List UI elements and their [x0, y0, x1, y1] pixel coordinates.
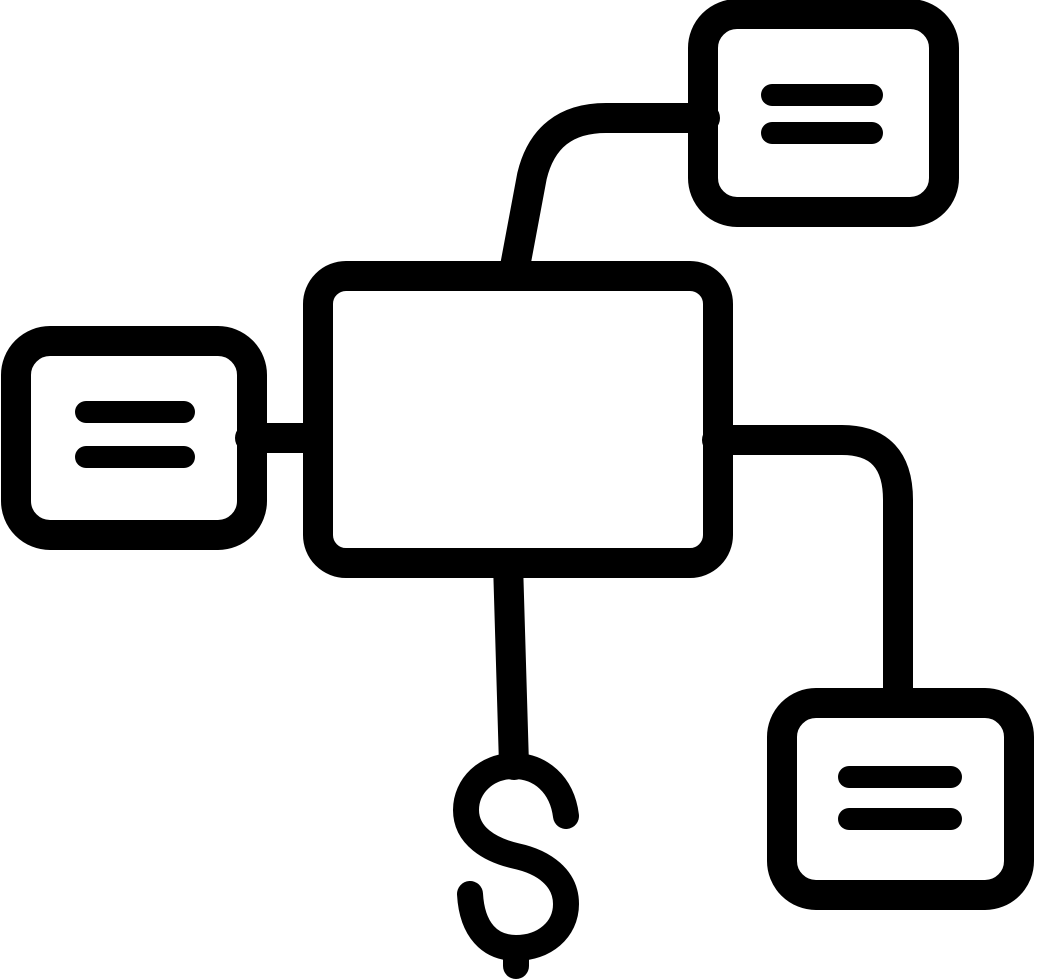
connector-right [702, 425, 913, 718]
top-right-box-lines [761, 84, 883, 144]
dollar-sign-icon [453, 753, 579, 961]
bottom-right-box-lines [838, 766, 962, 830]
central-box [303, 261, 733, 578]
bottom-right-box [767, 688, 1034, 910]
connector-bottom [493, 548, 529, 780]
left-box [1, 326, 267, 550]
connector-top-right [499, 103, 720, 287]
top-right-box [688, 0, 959, 227]
left-box-lines [75, 401, 195, 468]
